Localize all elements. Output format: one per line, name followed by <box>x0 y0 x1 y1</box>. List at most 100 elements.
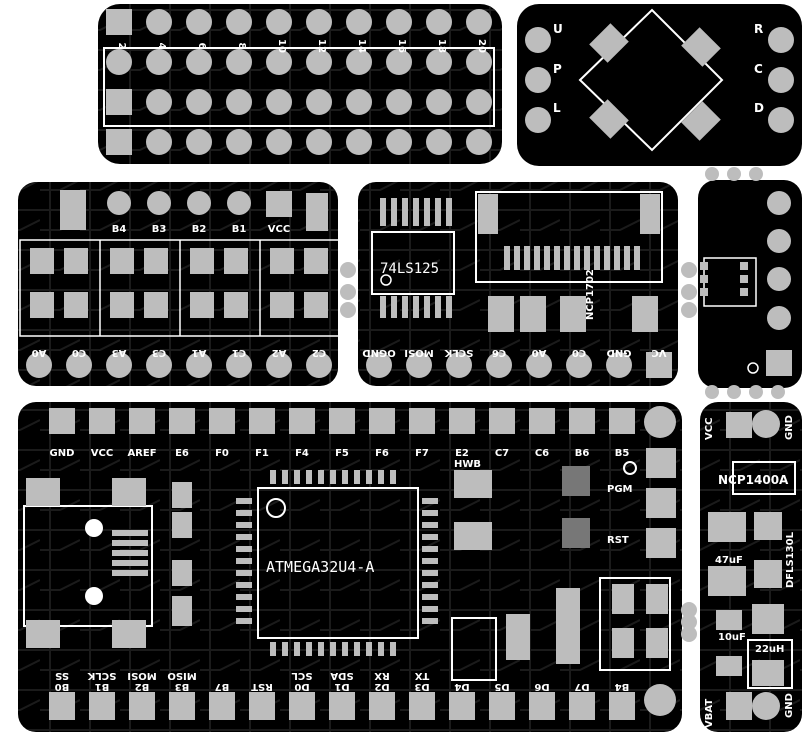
switch-module-pin <box>740 262 748 270</box>
edge-pad <box>681 614 697 630</box>
header-pad <box>346 9 372 35</box>
header-pad <box>146 129 172 155</box>
mid-bottom-label: OGND <box>362 347 395 358</box>
header-pad <box>426 49 452 75</box>
mcu-pin <box>318 470 324 484</box>
mcu-pin <box>390 642 396 656</box>
hwb-button <box>454 522 492 550</box>
switch-module-pin <box>700 262 708 270</box>
main-top-label: F0 <box>215 448 229 459</box>
mcu-pin <box>294 642 300 656</box>
header-pad <box>306 9 332 35</box>
dpad-label-d: D <box>754 101 764 115</box>
header-pad <box>386 49 412 75</box>
buffer-pin <box>413 296 419 318</box>
buffer-pin <box>446 198 452 226</box>
main-bottom-label: D0 <box>294 681 309 692</box>
reset-pad <box>646 488 676 518</box>
main-top-label: B6 <box>575 448 590 459</box>
mcu-pin <box>318 642 324 656</box>
main-top-pad <box>489 408 515 434</box>
main-bottom-label: RST <box>251 681 273 692</box>
mcu-pin <box>422 534 438 540</box>
header-pad <box>466 129 492 155</box>
main-bottom-pad <box>289 692 315 720</box>
mcu-pin <box>422 606 438 612</box>
switch-module-pad <box>767 267 791 291</box>
cap1-label: 47uF <box>715 555 743 566</box>
header-pad <box>426 9 452 35</box>
mid-bottom-label: SCLK <box>443 347 473 358</box>
crystal-pad <box>646 584 668 614</box>
button-bottom-pad <box>26 352 52 378</box>
dpad-pad <box>768 27 794 53</box>
usb-pad <box>26 620 60 648</box>
mid-bottom-pad <box>526 352 552 378</box>
edge-pad <box>727 167 741 181</box>
pgm-label: PGM <box>607 484 633 495</box>
header-pin-label: 8 <box>236 43 247 50</box>
main-top-label: B5 <box>615 448 630 459</box>
button-bottom-label: A0 <box>32 347 47 358</box>
usb-pin <box>112 560 148 566</box>
mcu-pin <box>342 470 348 484</box>
mcu-pin <box>236 606 252 612</box>
header-pad <box>146 9 172 35</box>
main-top-pad <box>49 408 75 434</box>
switch-module-pin <box>740 288 748 296</box>
power-gnd-label: GND <box>784 415 795 440</box>
mount-hole <box>644 406 676 438</box>
main-top-label: F5 <box>335 448 349 459</box>
header-pad <box>386 129 412 155</box>
button-bottom-label: C3 <box>152 347 166 358</box>
main-bottom-pad <box>569 692 595 720</box>
dpad-switches <box>589 23 721 141</box>
diode-label: DFLS130L <box>785 531 796 588</box>
reset-pad <box>646 528 676 558</box>
header-pad <box>346 89 372 115</box>
main-bottom-label: B0 <box>55 681 70 692</box>
main-bottom-sub: RX <box>374 670 390 681</box>
power-gnd2-pad <box>752 692 780 720</box>
connector-pin <box>614 246 620 270</box>
connector-pin <box>534 246 540 270</box>
main-top-pad <box>609 408 635 434</box>
diode-pad <box>754 512 782 540</box>
cap2-pad <box>716 610 742 630</box>
button-bottom-label: A3 <box>112 347 127 358</box>
switch-module-pad <box>767 191 791 215</box>
header-pad <box>266 89 292 115</box>
inductor-pad <box>752 660 784 686</box>
main-bottom-label: D1 <box>334 681 349 692</box>
header-pin-label: 12 <box>316 39 327 53</box>
mcu-pin <box>330 642 336 656</box>
passive <box>506 614 530 660</box>
edge-pad <box>681 302 697 318</box>
header-pad <box>226 49 252 75</box>
button-bottom-label: A2 <box>272 347 287 358</box>
edge-pad <box>681 262 697 278</box>
button-bottom-label: C2 <box>312 347 326 358</box>
header-pad <box>146 49 172 75</box>
connector-pin <box>524 246 530 270</box>
mcu-pin <box>422 510 438 516</box>
mount-hole <box>644 684 676 716</box>
button-top-label: B1 <box>232 224 247 235</box>
main-top-pad <box>449 408 475 434</box>
switch-pad <box>190 248 214 274</box>
mcu-pin <box>236 510 252 516</box>
header-pin-label: 2 <box>116 43 127 50</box>
header-pad <box>266 129 292 155</box>
connector-pin <box>604 246 610 270</box>
cap1-pad <box>708 512 746 542</box>
buffer-pin <box>402 296 408 318</box>
mid-smd <box>488 296 514 332</box>
main-bottom-sub: MOSI <box>127 670 156 681</box>
connector-pin <box>544 246 550 270</box>
mcu-label: ATMEGA32U4-A <box>266 558 374 576</box>
header-pad <box>146 89 172 115</box>
dpad-pad <box>525 107 551 133</box>
mid-bottom-label: VC <box>651 347 666 358</box>
